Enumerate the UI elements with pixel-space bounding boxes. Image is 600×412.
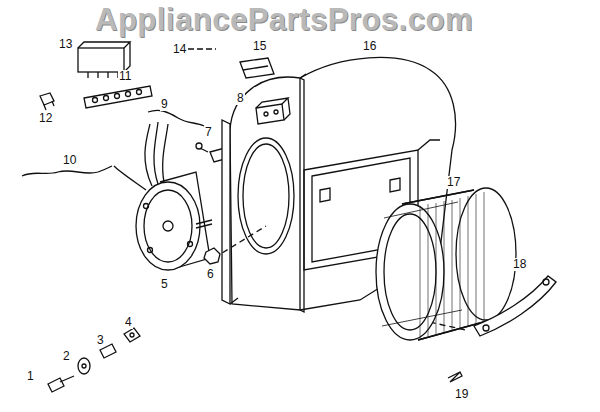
callout-number: 11 <box>118 70 132 83</box>
mounting-strap <box>474 276 556 336</box>
callout-number: 3 <box>96 334 105 347</box>
leader-line <box>188 48 216 49</box>
callout-number: 6 <box>206 268 215 281</box>
watermark: AppliancePartsPros.com <box>95 3 473 37</box>
insulation-pad <box>240 58 274 78</box>
callout-number: 14 <box>172 43 187 56</box>
callout-number: 12 <box>38 112 53 125</box>
callout-number: 1 <box>26 370 35 383</box>
callout-number: 10 <box>62 154 77 167</box>
wire <box>22 166 112 176</box>
wire <box>148 110 204 126</box>
wire-connector <box>40 93 54 110</box>
terminal-strip <box>84 86 152 108</box>
callout-number: 7 <box>204 126 213 139</box>
motor <box>114 122 212 270</box>
callout-number: 16 <box>362 40 377 53</box>
callout-number: 18 <box>512 258 527 271</box>
callout-number: 9 <box>160 98 169 111</box>
callout-number: 17 <box>446 176 461 189</box>
junction-box <box>256 98 290 124</box>
small-hardware <box>48 328 140 392</box>
nut <box>204 248 220 264</box>
callout-number: 13 <box>58 38 73 51</box>
callout-number: 4 <box>124 316 133 329</box>
callout-number: 15 <box>252 40 267 53</box>
callout-number: 8 <box>236 92 245 105</box>
callout-number: 5 <box>160 278 169 291</box>
callout-number: 19 <box>454 388 469 401</box>
screw <box>448 372 462 382</box>
callout-number: 2 <box>62 350 71 363</box>
